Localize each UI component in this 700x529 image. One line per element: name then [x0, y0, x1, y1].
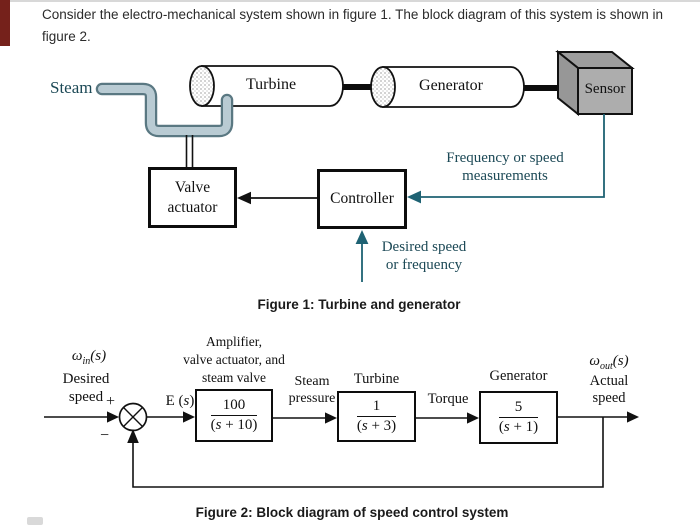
- generator-cylinder-body: [382, 66, 525, 108]
- valve-actuator-label: Valve actuator: [167, 179, 218, 216]
- summing-minus-sign: −: [100, 427, 110, 444]
- amplifier-block: 100 (s + 10): [195, 389, 273, 442]
- generator-numerator: 5: [498, 399, 539, 418]
- controller-to-valve-arrowhead: [237, 191, 251, 205]
- generator-cylinder-end: [370, 66, 396, 108]
- fig2-error-arrowhead: [183, 411, 195, 423]
- frequency-measurements-label: Frequency or speed measurements: [446, 150, 564, 184]
- fig2-steam-pressure-arrowhead: [325, 412, 337, 424]
- amplifier-numerator: 100: [210, 397, 258, 416]
- page-top-edge: [0, 0, 700, 2]
- fig2-output-arrowhead: [627, 411, 639, 423]
- omega-in-subscript: in: [82, 356, 91, 367]
- steam-label: Steam: [50, 78, 93, 97]
- amplifier-transfer-function: 100 (s + 10): [210, 397, 258, 435]
- omega-in-label: ωin(s): [58, 348, 120, 368]
- summing-junction-cross-2: [123, 407, 143, 427]
- sensor-label: Sensor: [584, 81, 626, 97]
- sensor-cube-front: [577, 67, 633, 115]
- generator-block: 5 (s + 1): [479, 391, 558, 444]
- generator-cylinder-label: Generator: [419, 77, 483, 94]
- error-signal-prefix: E (: [165, 393, 184, 409]
- turbine-block: 1 (s + 3): [337, 391, 416, 442]
- intro-paragraph: Consider the electro-mechanical system s…: [42, 7, 664, 44]
- omega-in-symbol: ω: [71, 348, 83, 364]
- actual-speed-label: Actual speed: [589, 373, 629, 407]
- omega-out-label: ωout(s): [578, 353, 640, 373]
- desired-speed-frequency-label: Desired speed or frequency: [381, 239, 467, 273]
- summing-plus-sign: +: [106, 393, 116, 410]
- torque-label: Torque: [427, 391, 469, 407]
- generator-block-title: Generator: [489, 368, 548, 384]
- turbine-transfer-function: 1 (s + 3): [356, 398, 397, 436]
- page-corner-red-bar: [0, 0, 10, 46]
- amplifier-denominator: (s + 10): [210, 417, 258, 433]
- fig2-feedback-path: [132, 417, 604, 488]
- fig2-feedback-arrowhead: [127, 429, 139, 443]
- error-signal-label: E (s): [154, 393, 206, 411]
- turbine-block-title: Turbine: [353, 371, 400, 387]
- figure2-caption: Figure 2: Block diagram of speed control…: [195, 505, 509, 520]
- error-signal-suffix: ): [189, 393, 195, 409]
- omega-out-subscript: out: [599, 361, 613, 372]
- turbine-denominator: (s + 3): [356, 418, 397, 434]
- steam-pipe-fill: [98, 85, 231, 135]
- omega-out-symbol: ω: [589, 353, 600, 369]
- error-signal-variable: s: [183, 393, 190, 409]
- amplifier-block-title: Amplifier, valve actuator, and steam val…: [183, 334, 285, 385]
- generator-denominator: (s + 1): [498, 419, 539, 435]
- turbine-numerator: 1: [356, 398, 397, 417]
- controller-label: Controller: [330, 190, 394, 207]
- turbine-cylinder-body: [201, 65, 344, 107]
- desired-speed-label: Desired speed: [62, 371, 110, 405]
- page-edge-artifact: [27, 517, 43, 525]
- desired-speed-arrowhead: [355, 230, 369, 244]
- turbine-cylinder-label: Turbine: [245, 76, 297, 93]
- turbine-cylinder-end: [189, 65, 215, 107]
- sensor-feedback-arrowhead: [407, 190, 421, 204]
- steam-pressure-label: Steam pressure: [288, 374, 336, 406]
- fig2-torque-arrowhead: [467, 412, 479, 424]
- omega-out-args: (s): [612, 353, 629, 369]
- generator-transfer-function: 5 (s + 1): [498, 399, 539, 437]
- controller-box: Controller: [317, 169, 407, 229]
- sensor-feedback-line: [419, 114, 605, 198]
- fig2-input-arrowhead: [107, 411, 119, 423]
- omega-in-args: (s): [90, 348, 107, 364]
- figure1-caption: Figure 1: Turbine and generator: [257, 297, 461, 312]
- valve-actuator-box: Valve actuator: [148, 167, 237, 228]
